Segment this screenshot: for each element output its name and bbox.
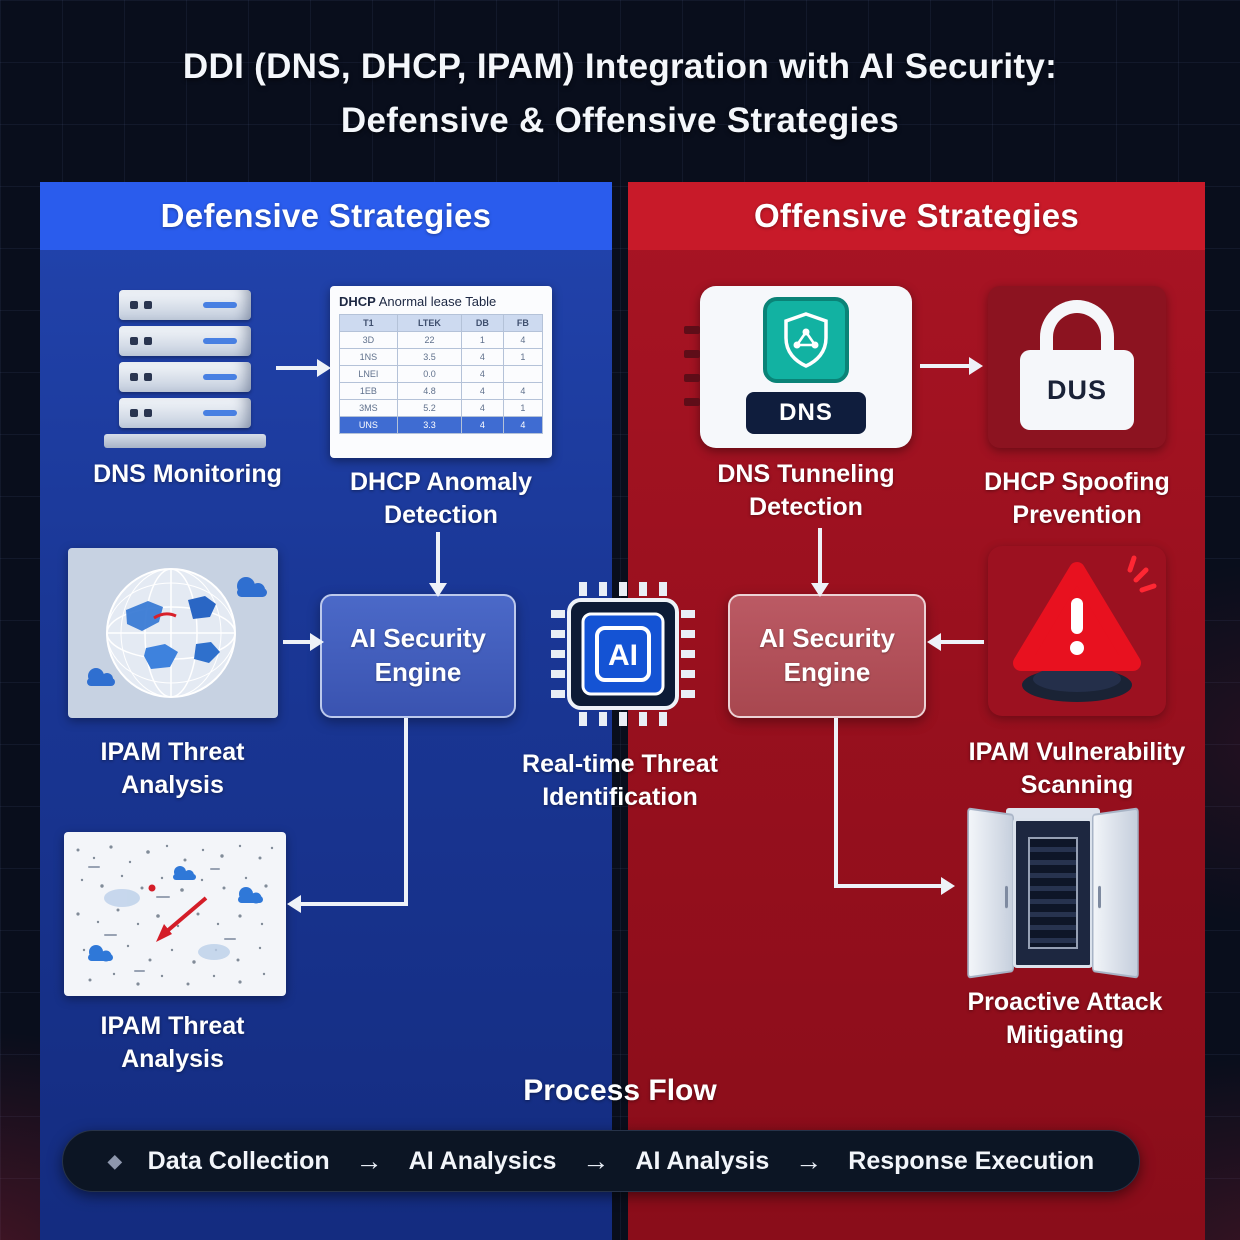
warning-icon (988, 546, 1166, 716)
ipam-threat-label-1: IPAM Threat Analysis (50, 736, 295, 801)
dhcp-table-title-rest: Anormal lease Table (376, 294, 496, 309)
process-step-ai-analysics: AI Analysics (409, 1147, 557, 1176)
threat-map-illustration (64, 832, 286, 996)
cabinet-icon (958, 808, 1148, 982)
globe-illustration (68, 548, 278, 718)
dhcp-table-card: DHCP Anormal lease Table T1LTEKDBFB3D221… (330, 286, 552, 458)
threat-map-icon (64, 832, 286, 996)
defensive-header-label: Defensive Strategies (161, 197, 492, 235)
dhcp-table-title: DHCP Anormal lease Table (339, 294, 543, 309)
padlock-icon: DUS (988, 286, 1166, 448)
dns-tunneling-label: DNS Tunneling Detection (688, 458, 924, 523)
dhcp-spoofing-label: DHCP Spoofing Prevention (962, 466, 1192, 531)
server-unit (119, 290, 251, 320)
connector-engine-to-map (404, 718, 408, 906)
chip-pins (684, 326, 700, 334)
dhcp-table-title-bold: DHCP (339, 294, 376, 309)
warning-illustration (988, 546, 1166, 716)
shield-network-icon (778, 310, 834, 370)
defensive-header: Defensive Strategies (40, 182, 612, 250)
dhcp-anomaly-label: DHCP Anomaly Detection (330, 466, 552, 531)
arrow-warning-to-engine (940, 640, 984, 644)
process-flow-title: Process Flow (0, 1074, 1240, 1108)
ai-engine-offensive: AI Security Engine (728, 594, 926, 718)
server-rack (1028, 837, 1078, 949)
process-step-ai-analysis: AI Analysis (635, 1147, 769, 1176)
process-step-response-execution: Response Execution (848, 1147, 1094, 1176)
ai-chip-illustration: AI (545, 576, 701, 732)
ai-chip-icon: AI (545, 576, 701, 732)
arrow-server-to-table (276, 366, 318, 370)
server-unit (119, 398, 251, 428)
ai-engine-defensive: AI Security Engine (320, 594, 516, 718)
dns-monitoring-label: DNS Monitoring (55, 458, 320, 491)
ipam-vulnerability-label: IPAM Vulnerability Scanning (952, 736, 1202, 801)
arrow-globe-to-engine (283, 640, 311, 644)
server-unit (119, 326, 251, 356)
cabinet-door-left (967, 807, 1014, 978)
proactive-attack-label: Proactive Attack Mitigating (942, 986, 1188, 1051)
ipam-threat-label-2: IPAM Threat Analysis (50, 1010, 295, 1075)
process-flow-bar: ◆ Data Collection → AI Analysics → AI An… (62, 1130, 1140, 1192)
arrow-engine-to-cabinet (834, 884, 942, 888)
realtime-threat-label: Real-time Threat Identification (493, 748, 747, 813)
arrow-tunneling-to-engine (818, 528, 822, 584)
server-base (104, 434, 266, 448)
arrow-right-icon: → (582, 1146, 609, 1177)
arrow-right-icon: → (356, 1146, 383, 1177)
globe-icon (68, 548, 278, 718)
cabinet-door-right (1092, 807, 1139, 978)
arrow-right-icon: → (795, 1146, 822, 1177)
cabinet-body (1013, 818, 1093, 968)
arrow-table-to-engine (436, 532, 440, 584)
dns-chip-inner (763, 297, 849, 383)
arrow-engine-to-map (300, 902, 408, 906)
offensive-header-label: Offensive Strategies (754, 197, 1079, 235)
diamond-icon: ◆ (108, 1151, 122, 1172)
process-step-data-collection: Data Collection (148, 1147, 330, 1176)
arrow-dns-to-padlock (920, 364, 970, 368)
offensive-header: Offensive Strategies (628, 182, 1205, 250)
ai-chip-label: AI (608, 639, 638, 672)
server-stack-icon (100, 290, 270, 448)
dhcp-table: T1LTEKDBFB3D22141NS3.541LNEI0.041EB4.844… (339, 314, 543, 434)
lock-body: DUS (1020, 350, 1134, 430)
connector-engine-to-cabinet (834, 718, 838, 888)
dns-chip-label: DNS (746, 392, 866, 434)
page-title: DDI (DNS, DHCP, IPAM) Integration with A… (0, 40, 1240, 149)
server-unit (119, 362, 251, 392)
dns-chip-icon: DNS (700, 286, 912, 448)
